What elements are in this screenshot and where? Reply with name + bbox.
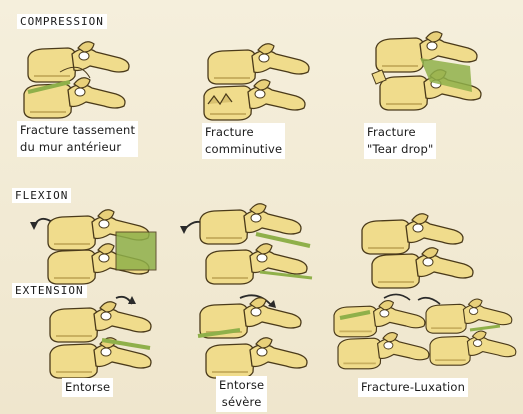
label-comminutive-fracture: Fracture comminutive xyxy=(202,123,285,159)
label-wedge-line-1: Fracture tassement xyxy=(20,122,135,139)
label-comminutive-line-1: Fracture xyxy=(205,124,282,141)
label-wedge-fracture: Fracture tassement du mur antérieur xyxy=(17,121,138,157)
fig-teardrop xyxy=(372,32,481,110)
label-severe-sprain: Entorse sévère xyxy=(216,376,267,412)
fig-flexion-3 xyxy=(362,214,473,288)
label-fracture-dislocation: Fracture-Luxation xyxy=(358,378,468,397)
fig-extension-3 xyxy=(334,294,516,368)
label-severe-sprain-line-1: Entorse xyxy=(219,377,264,394)
label-teardrop-line-2: "Tear drop" xyxy=(367,141,433,158)
label-comminutive-line-2: comminutive xyxy=(205,141,282,158)
fig-extension-2 xyxy=(198,295,307,378)
label-wedge-line-2: du mur antérieur xyxy=(20,139,135,156)
fig-comminutive xyxy=(204,44,309,120)
label-teardrop-fracture: Fracture "Tear drop" xyxy=(364,123,436,159)
fig-flexion-2 xyxy=(180,204,312,284)
label-severe-sprain-line-2: sévère xyxy=(219,394,264,411)
label-sprain: Entorse xyxy=(62,378,113,397)
fig-flexion-1 xyxy=(30,210,156,284)
fig-extension-1 xyxy=(50,296,151,378)
fig-wedge-compression xyxy=(24,42,129,118)
label-teardrop-line-1: Fracture xyxy=(367,124,433,141)
